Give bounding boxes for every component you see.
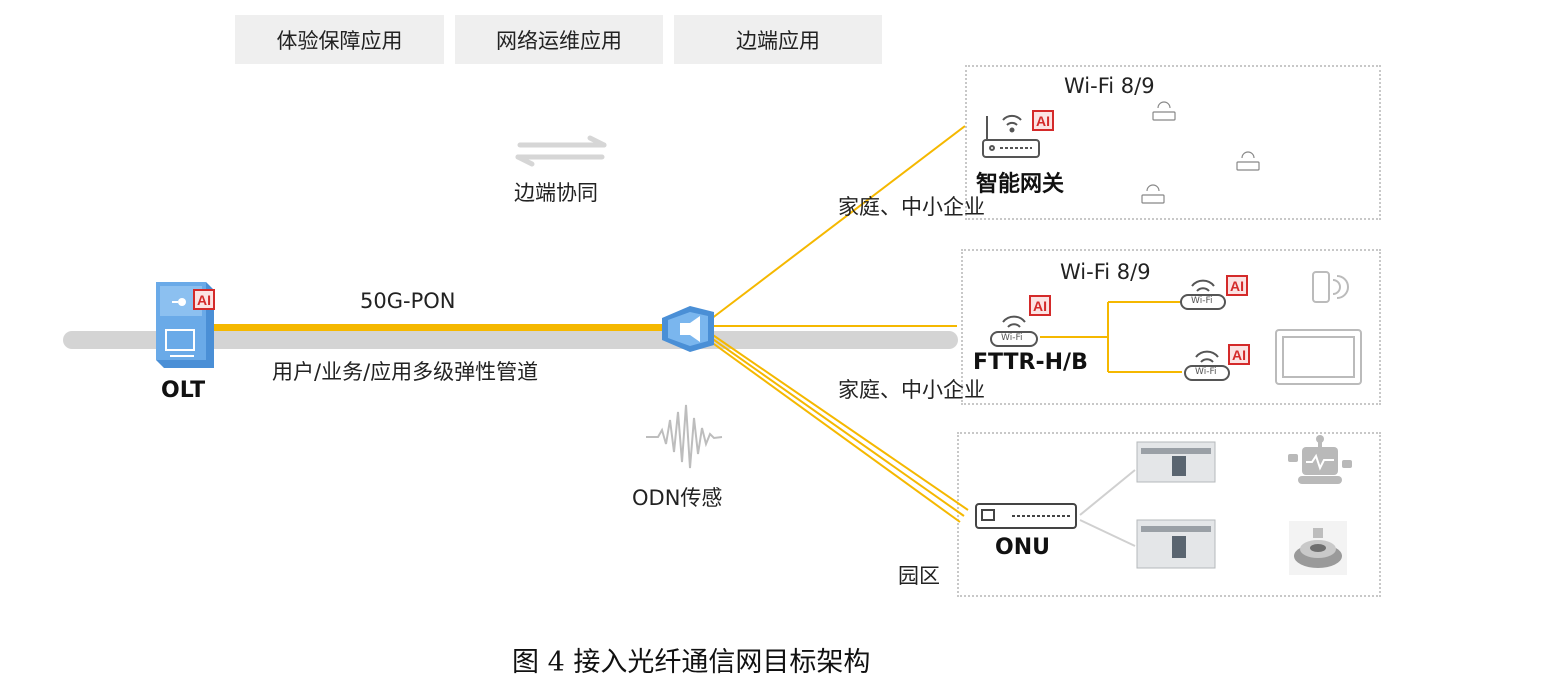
fttr-main-wifi-text: Wi-Fi (1001, 333, 1023, 343)
gateway-wifi-label: Wi-Fi 8/9 (1064, 74, 1155, 98)
pon-fiber (207, 324, 669, 331)
fttr-sub-unit-icon (1180, 279, 1230, 381)
elastic-pipe (63, 331, 958, 349)
tab-network-ops: 网络运维应用 (455, 15, 663, 64)
tv-icon (1275, 329, 1362, 385)
odn-sensing-label: ODN传感 (632, 486, 723, 510)
plc-device-icon (1136, 441, 1216, 569)
tab-experience-assurance: 体验保障应用 (235, 15, 444, 64)
ai-badge: AI (1032, 110, 1054, 131)
ai-badge: AI (193, 289, 215, 310)
waveform-icon (646, 404, 723, 469)
ai-badge: AI (1228, 344, 1250, 365)
splitter-icon (662, 306, 714, 352)
onu-device-icon (975, 503, 1077, 529)
campus-links (1079, 469, 1136, 547)
pipe-label: 用户/业务/应用多级弹性管道 (272, 360, 539, 384)
olt-label: OLT (161, 378, 206, 403)
tab-edge-apps: 边端应用 (674, 15, 882, 64)
smoke-detector-icon (1289, 521, 1347, 575)
robot-icon (1288, 435, 1352, 484)
phone-icon (1312, 271, 1349, 303)
fttr-sub-wifi-text: Wi-Fi (1191, 296, 1213, 306)
gateway-segment-label: 家庭、中小企业 (838, 195, 985, 219)
group-box-home-gateway (965, 65, 1381, 220)
campus-label: 园区 (898, 564, 940, 588)
branch-fibers (706, 125, 969, 523)
ai-badge: AI (1226, 275, 1248, 296)
smart-gateway-label: 智能网关 (976, 172, 1065, 197)
fttr-segment-label: 家庭、中小企业 (838, 378, 985, 402)
edge-collab-label: 边端协同 (514, 181, 598, 205)
router-icon (982, 114, 1040, 158)
pon-label: 50G-PON (360, 289, 456, 313)
fttr-label: FTTR-H/B (973, 350, 1088, 375)
group-box-fttr (961, 249, 1381, 405)
double-arrow-icon (515, 135, 607, 167)
fttr-links (1040, 301, 1182, 373)
fttr-wifi-label: Wi-Fi 8/9 (1060, 260, 1151, 284)
fttr-sub-wifi-text: Wi-Fi (1195, 367, 1217, 377)
small-router-icon (1141, 101, 1260, 204)
fttr-main-unit-icon (990, 315, 1038, 347)
ai-badge: AI (1029, 295, 1051, 316)
onu-label: ONU (995, 535, 1050, 560)
figure-caption: 图 4 接入光纤通信网目标架构 (512, 647, 871, 678)
group-box-campus (957, 432, 1381, 597)
